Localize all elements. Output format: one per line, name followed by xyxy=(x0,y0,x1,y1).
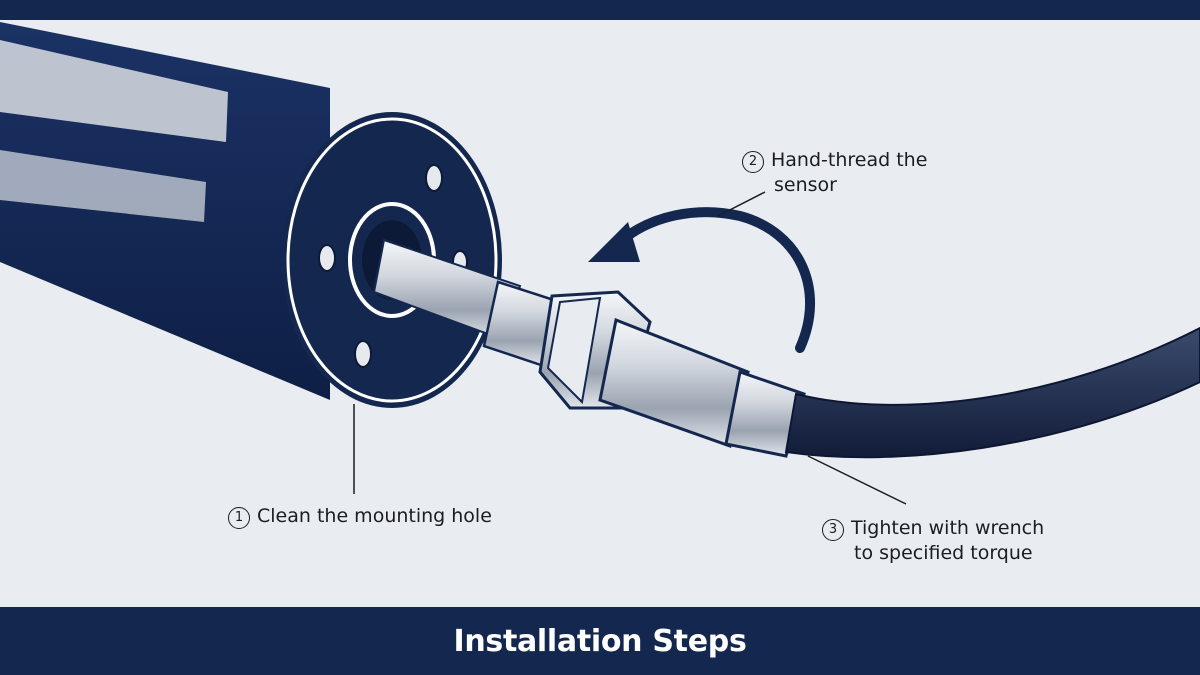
step-1-text: Clean the mounting hole xyxy=(257,505,492,527)
callout-step-1: 1 Clean the mounting hole xyxy=(228,504,492,529)
footer-title: Installation Steps xyxy=(453,623,747,659)
pipe-body xyxy=(0,22,330,400)
step-2-text-line-1: Hand-thread the xyxy=(771,149,928,171)
sensor-cable xyxy=(784,326,1200,459)
step-number-badge: 1 xyxy=(228,507,250,529)
rotation-arrow-icon xyxy=(588,207,815,353)
step-2-text-line-2: sensor xyxy=(774,174,837,196)
step-3-text-line-1: Tighten with wrench xyxy=(851,517,1045,539)
leader-line-step-3 xyxy=(807,455,907,505)
top-band xyxy=(0,0,1200,20)
sensor-body xyxy=(598,317,806,458)
footer-band: Installation Steps xyxy=(0,607,1200,675)
sensor-probe xyxy=(372,238,562,368)
step-number-badge: 3 xyxy=(822,519,844,541)
callout-step-2: 2 Hand-thread the sensor xyxy=(742,148,972,198)
step-3-text-line-2: to specified torque xyxy=(854,542,1033,564)
callout-step-3: 3 Tighten with wrench to specified torque xyxy=(822,516,1082,566)
leader-line-step-2 xyxy=(717,191,766,217)
step-number-badge: 2 xyxy=(742,151,764,173)
